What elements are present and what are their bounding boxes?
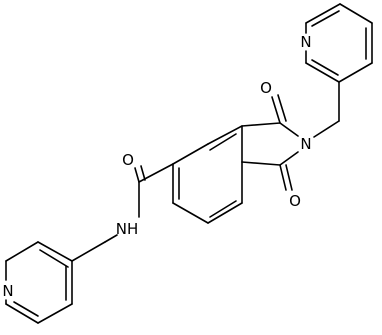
bottom-pyridine-ring: N [2,241,73,324]
benzene-ring [172,125,243,224]
n-imide-label: N [300,135,311,153]
n-bottom-pyridine-label: N [2,282,13,300]
o-amide-label: O [122,151,134,169]
amide-group: O NH [71,151,174,262]
n-top-pyridine-label: N [300,33,311,51]
nh-amide-label: NH [116,220,139,238]
top-methylene-bonds [313,81,340,138]
top-pyridine-ring: N [300,3,373,83]
imide-ring: N O O [241,79,312,210]
o-lower-label: O [289,192,301,210]
o-upper-label: O [260,79,272,97]
